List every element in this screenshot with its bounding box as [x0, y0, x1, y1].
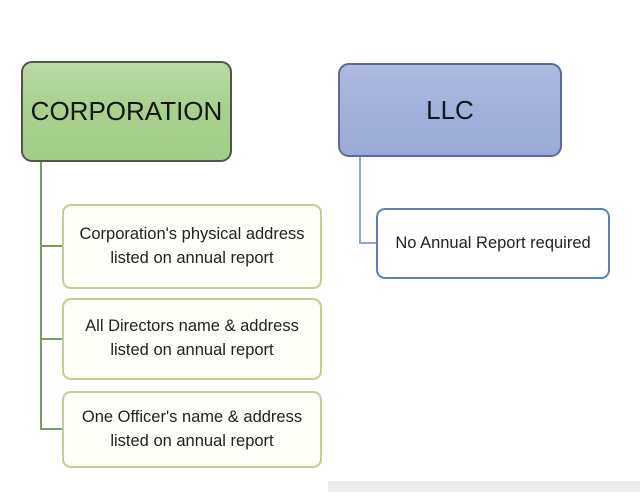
- corporation-node-label: CORPORATION: [30, 96, 223, 126]
- corporation-connector-stub-2: [40, 338, 62, 340]
- corporation-node: CORPORATION: [21, 61, 232, 162]
- corporation-child-node-physical-address: Corporation's physical address listed on…: [62, 204, 322, 289]
- llc-child-node-no-annual-report: No Annual Report required: [376, 208, 610, 279]
- corporation-child-node-officer: One Officer's name & address listed on a…: [62, 391, 322, 468]
- corporation-child-label-physical-address: Corporation's physical address listed on…: [79, 224, 305, 267]
- corporation-child-node-directors: All Directors name & address listed on a…: [62, 298, 322, 380]
- bottom-gray-strip: [328, 481, 640, 492]
- corporation-connector-stub-1: [40, 245, 62, 247]
- llc-connector-horizontal: [359, 242, 378, 244]
- corporation-connector-vertical: [40, 161, 42, 430]
- corporation-child-label-directors: All Directors name & address listed on a…: [85, 317, 299, 359]
- llc-node: LLC: [338, 63, 562, 157]
- corporation-child-label-officer: One Officer's name & address listed on a…: [81, 407, 303, 450]
- llc-connector-vertical: [359, 156, 361, 244]
- llc-child-label-no-annual-report: No Annual Report required: [395, 234, 591, 252]
- llc-node-label: LLC: [426, 94, 474, 125]
- corporation-connector-stub-3: [40, 428, 62, 430]
